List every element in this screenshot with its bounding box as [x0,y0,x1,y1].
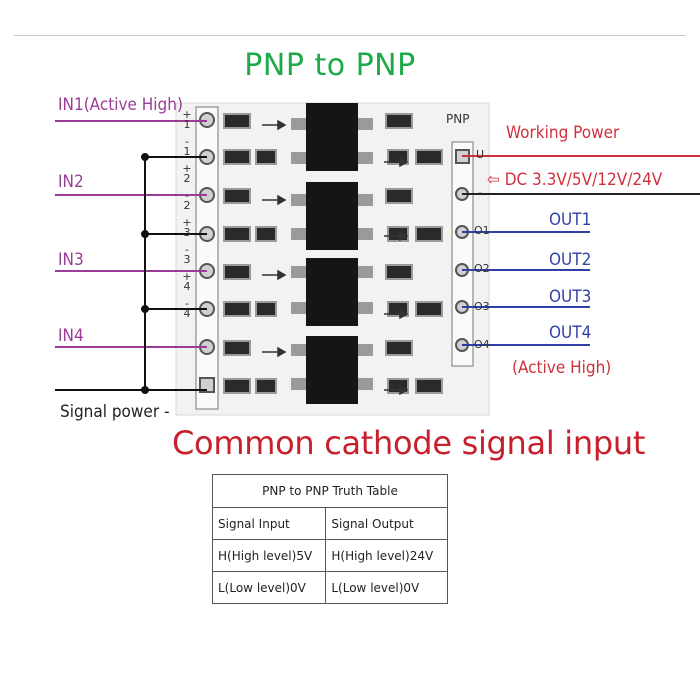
pin-label: O1 [474,224,490,237]
output-wires [462,231,590,346]
dc-voltage-text: DC 3.3V/5V/12V/24V [504,170,663,190]
pin-label: 4 [183,279,191,293]
in1-label: IN1(Active High) [58,95,183,115]
pin-label: 2 [183,198,191,212]
in2-label: IN2 [58,172,84,192]
table-cell: L(Low level)0V [211,571,327,604]
working-power-label: Working Power [506,123,620,143]
out3-label: OUT3 [549,287,592,307]
input-wires [55,120,207,348]
table-title-row: PNP to PNP Truth Table [212,474,448,508]
pin-label: - [185,189,189,202]
pin-label: 3 [183,225,191,239]
pin-label: - [185,243,189,256]
truth-table: PNP to PNP Truth Table Signal Input Sign… [211,474,448,604]
left-header-pin-labels: + 1 - 1 + 2 - 2 + 3 - 3 + 4 - 4 [181,108,193,320]
right-header-pin-labels: U - O1 O2 O3 O4 [474,148,490,376]
pin-label: + [182,162,192,175]
pcb-board [175,102,490,416]
table-row: H(High level)5V H(High level)24V [211,539,448,572]
table-row: L(Low level)0V L(Low level)0V [211,571,448,604]
pin-label: 2 [183,171,191,185]
pin-label: - [185,297,189,310]
out2-label: OUT2 [549,250,592,270]
table-cell: L(Low level)0V [325,571,448,604]
optocoupler-chips [291,103,373,404]
common-cathode-title: Common cathode signal input [172,424,646,462]
right-header-label: PNP [446,112,470,126]
pin-label: O3 [474,300,490,313]
out1-label: OUT1 [549,210,592,230]
in4-label: IN4 [58,326,84,346]
power-wires [462,155,700,195]
right-pin-header [451,141,474,367]
in1-name: IN1 [58,95,84,115]
signal-ground-bus [55,153,207,394]
pin-label: - [185,135,189,148]
pin-label: + [182,270,192,283]
pin-label: + [182,216,192,229]
table-header-row: Signal Input Signal Output [211,507,448,540]
pin-label: - [478,186,482,199]
pin-label: O4 [474,338,490,351]
truth-table-title: PNP to PNP Truth Table [212,474,448,508]
column-header: Signal Input [211,507,327,540]
pin-label: O2 [474,262,490,275]
column-header: Signal Output [325,507,448,540]
in1-active-note: (Active High) [83,95,183,115]
top-divider [14,35,686,36]
table-cell: H(High level)5V [211,539,327,572]
pin-label: + [182,108,192,121]
in3-label: IN3 [58,250,84,270]
dc-voltage-label: ⇦ DC 3.3V/5V/12V/24V [487,170,662,190]
table-cell: H(High level)24V [325,539,448,572]
smd-resistors [223,113,443,394]
out4-label: OUT4 [549,323,592,343]
pin-label: 3 [183,252,191,266]
out-active-note: (Active High) [512,358,612,378]
signal-power-label: Signal power - [60,402,170,422]
pin-label: 1 [183,144,191,158]
board-arrows [262,119,409,396]
pin-label: 4 [183,306,191,320]
left-arrow-icon: ⇦ [487,170,500,190]
pin-label: 1 [183,117,191,131]
left-pin-header [195,106,219,410]
diagram-title: PNP to PNP [244,48,416,83]
pin-label: U [475,148,485,161]
